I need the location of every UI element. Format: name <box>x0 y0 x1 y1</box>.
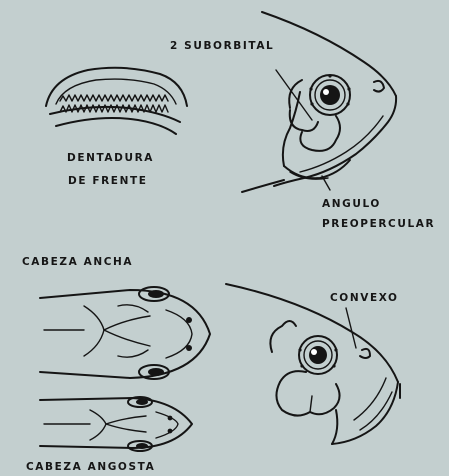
denture-front-view <box>46 68 187 134</box>
head-side-view-top <box>242 12 396 192</box>
head-top-view-narrow <box>40 397 192 451</box>
head-top-view-wide <box>40 287 210 379</box>
head-side-view-bottom <box>226 284 400 444</box>
